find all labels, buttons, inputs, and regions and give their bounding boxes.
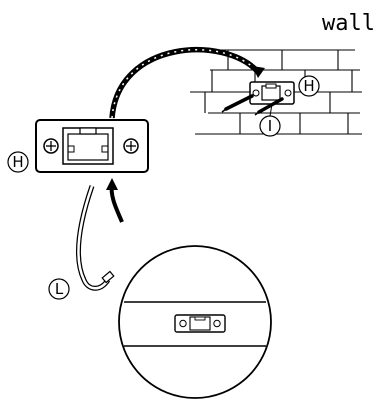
cable	[76, 185, 115, 291]
arrow-plate-to-wall	[109, 46, 265, 119]
screw-right	[254, 97, 284, 116]
arrow-cable-to-plate	[106, 178, 124, 223]
callout-screws-letter: I	[268, 117, 272, 135]
callout-plate-wall-letter: H	[303, 77, 314, 95]
mounting-plate	[35, 119, 149, 173]
callout-cable: L	[48, 278, 70, 300]
screw-left	[221, 94, 254, 113]
callout-plate: H	[7, 151, 29, 173]
detail-plate	[174, 314, 226, 333]
wall-mounted-plate	[249, 81, 295, 105]
wall-label: wall	[322, 11, 375, 36]
callout-screws: I	[259, 103, 281, 137]
callout-plate-letter: H	[12, 153, 23, 171]
callout-cable-letter: L	[55, 280, 64, 298]
detail-circle	[118, 245, 272, 399]
callout-plate-wall: H	[298, 75, 320, 97]
